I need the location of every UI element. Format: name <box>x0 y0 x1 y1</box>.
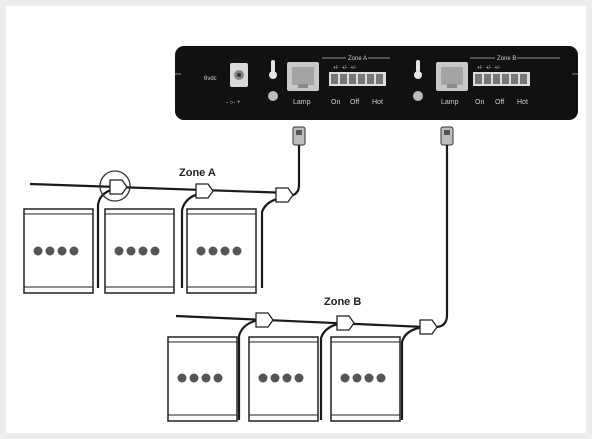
wall-box-icon-zone-b-2 <box>248 336 319 422</box>
splice-connector-icon-zone-a-1 <box>109 179 128 195</box>
zone-a-terminal-on: On <box>331 99 340 106</box>
splice-connector-icon-zone-a-2 <box>195 183 214 199</box>
svg-text:+/- +/- +/-: +/- +/- +/- <box>333 65 357 71</box>
wall-box-icon-zone-a-1 <box>23 208 94 294</box>
zone-a-title: Zone A <box>348 56 367 62</box>
zone-a-label: Zone A <box>179 167 216 179</box>
wall-box-icon-zone-b-3 <box>330 336 401 422</box>
thermometer-icon-zone-b <box>413 60 423 101</box>
splice-connector-icon-zone-b-1 <box>255 312 274 328</box>
zone-b-title: Zone B <box>497 56 516 62</box>
wall-box-icon-zone-a-3 <box>186 208 257 294</box>
connector-plug-icon-zone-b <box>440 126 454 146</box>
zone-a-terminal-hot: Hot <box>372 99 383 106</box>
svg-text:+/- +/- +/-: +/- +/- +/- <box>477 65 501 71</box>
zone-a-terminal-off: Off <box>350 99 359 106</box>
zone-a-port-label: Lamp <box>293 99 311 106</box>
power-jack-icon <box>230 63 248 87</box>
zone-b-port-label: Lamp <box>441 99 459 106</box>
zone-b-terminal-hot: Hot <box>517 99 528 106</box>
rj45-port-icon-zone-a <box>287 62 319 91</box>
power-label: 6vdc <box>204 76 217 82</box>
wall-box-icon-zone-b-1 <box>167 336 238 422</box>
rj45-port-icon-zone-b <box>436 62 468 91</box>
thermometer-icon-zone-a <box>268 60 278 101</box>
terminal-block-icon-zone-a: +/- +/- +/- <box>329 65 386 86</box>
zone-b-label: Zone B <box>324 296 361 308</box>
controller-box: 6vdc - ○- + Lamp Zone A <box>175 46 578 120</box>
terminal-block-icon-zone-b: +/- +/- +/- <box>473 65 530 86</box>
splice-connector-icon-zone-a-3 <box>275 187 294 203</box>
splice-connector-icon-zone-b-2 <box>336 315 355 331</box>
wall-box-icon-zone-a-2 <box>104 208 175 294</box>
highlight-circle <box>99 170 131 202</box>
zone-b-terminal-on: On <box>475 99 484 106</box>
polarity-label: - ○- + <box>226 100 241 106</box>
zone-b-terminal-off: Off <box>495 99 504 106</box>
splice-connector-icon-zone-b-3 <box>419 319 438 335</box>
connector-plug-icon-zone-a <box>292 126 306 146</box>
